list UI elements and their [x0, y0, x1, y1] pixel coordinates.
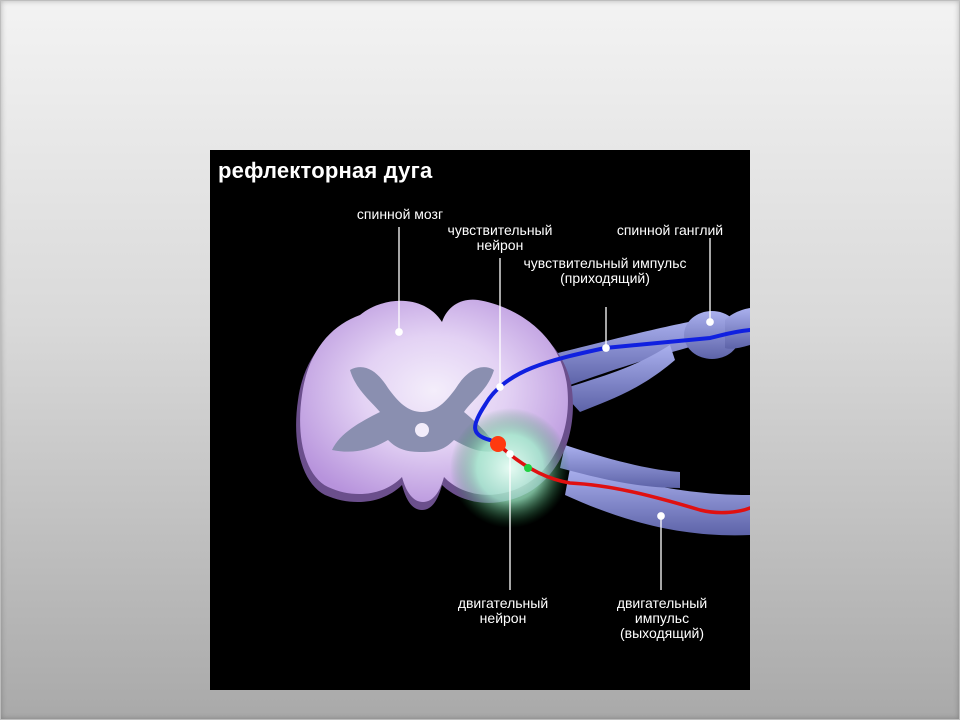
label-sensory-impulse: чувствительный импульс (приходящий)	[523, 255, 687, 286]
label-sensory-neuron: чувствительный нейрон	[447, 222, 553, 253]
leader-lines	[395, 227, 714, 590]
dorsal-root	[550, 308, 750, 412]
diagram-title: рефлекторная дуга	[218, 158, 433, 183]
label-spinal-ganglion: спинной ганглий	[616, 222, 724, 238]
reflex-arc-figure: рефлекторная дуга спинной мозг чувствите…	[210, 150, 750, 690]
label-motor-impulse: двигательный импульс (выходящий)	[616, 595, 708, 641]
reflex-arc-illustration	[296, 227, 750, 590]
gray-matter	[332, 367, 498, 452]
sensory-pathway	[473, 328, 750, 442]
synapse-dot	[524, 464, 532, 472]
label-motor-neuron: двигательный нейрон	[457, 595, 549, 626]
ventral-root	[560, 445, 750, 536]
motor-neuron-body	[490, 436, 506, 452]
label-spinal-cord: спинной мозг	[356, 206, 444, 222]
central-canal	[415, 423, 429, 437]
